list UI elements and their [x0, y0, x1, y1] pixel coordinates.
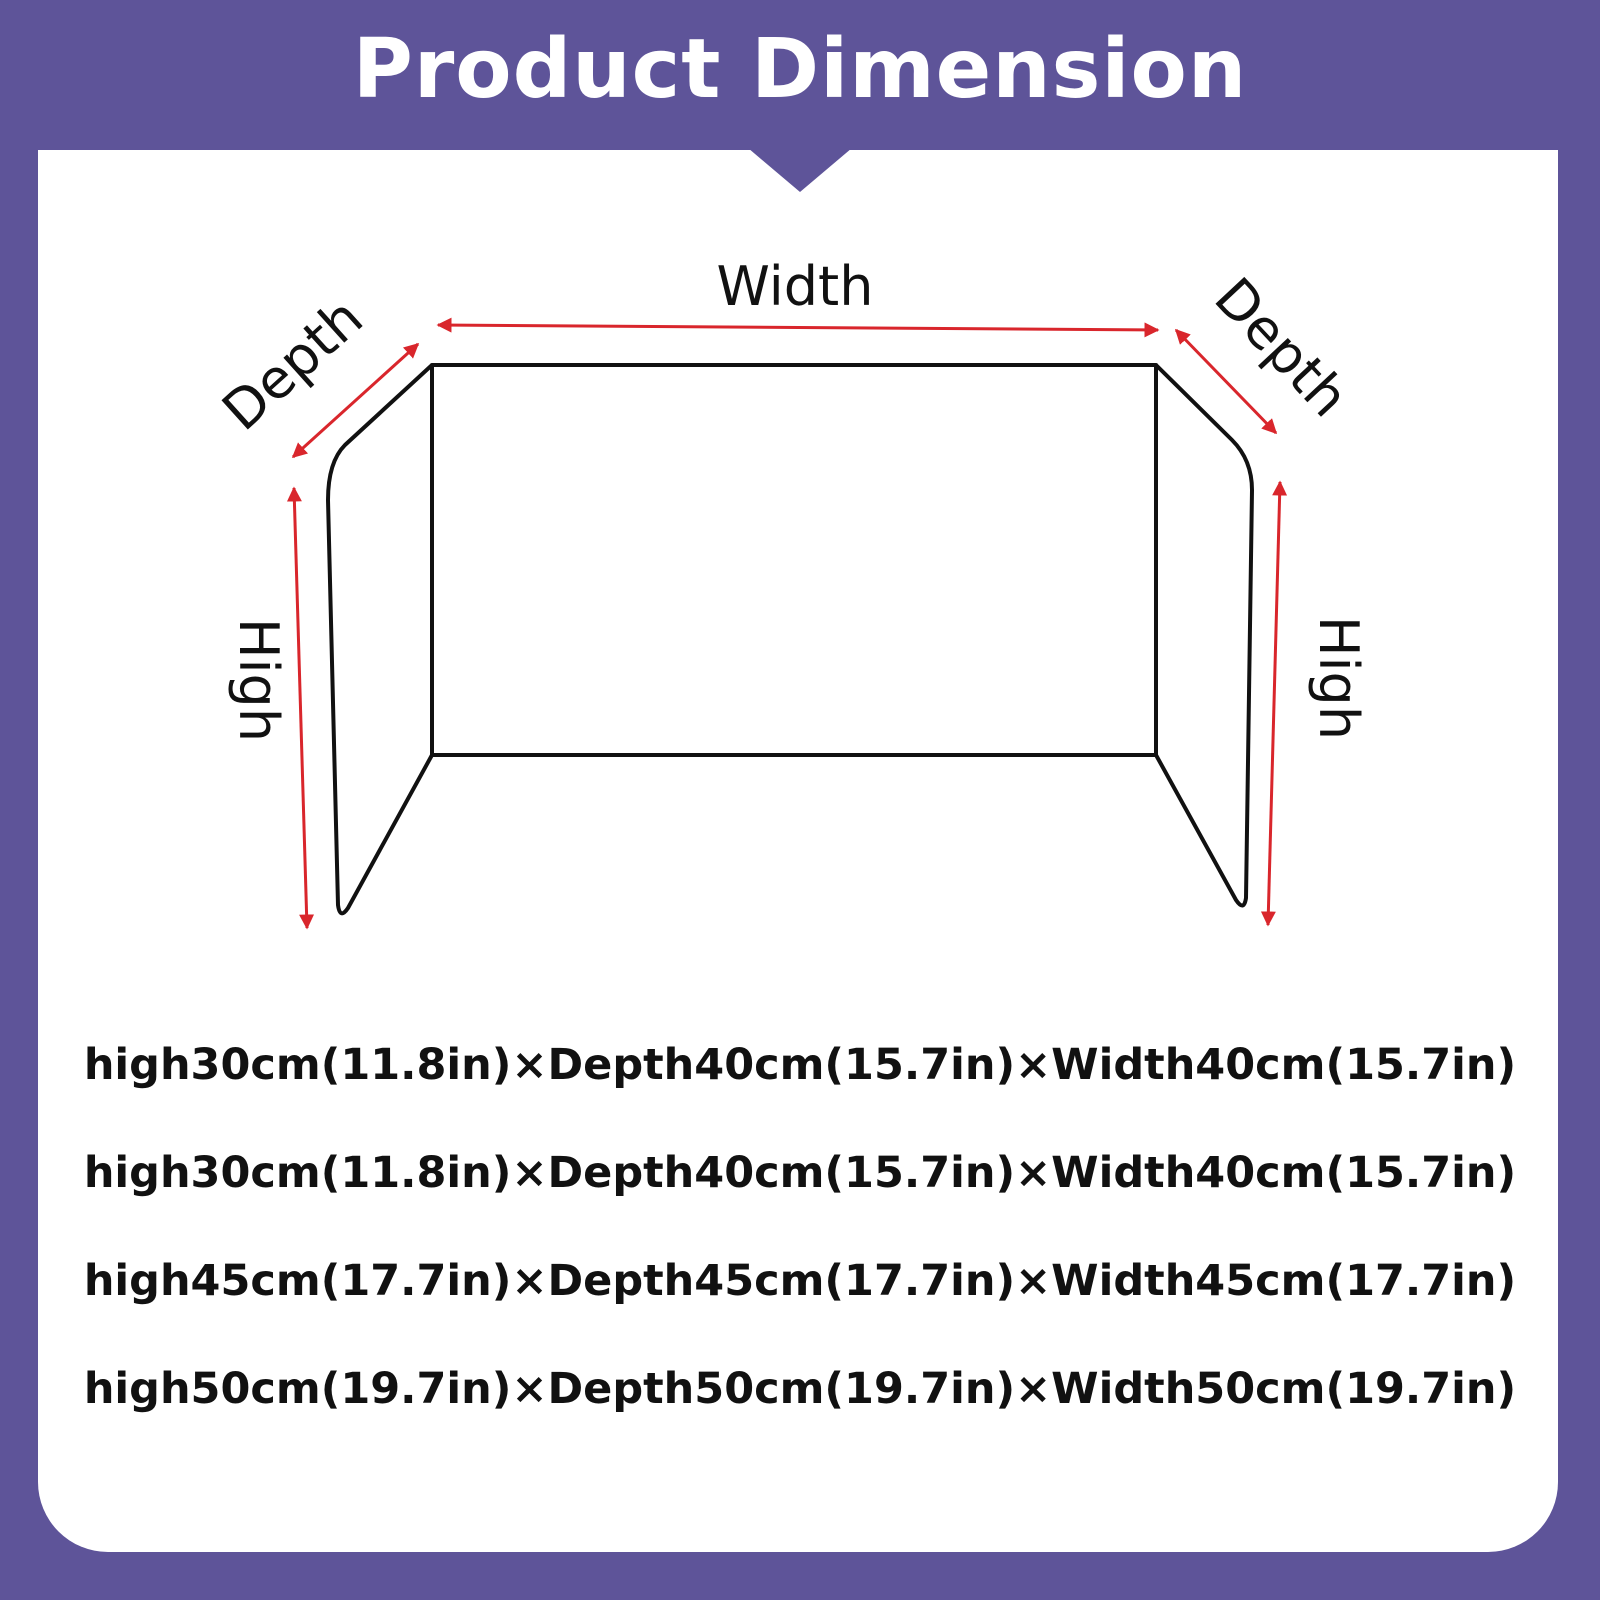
header-bar: Product Dimension — [0, 0, 1600, 150]
product-frame — [326, 363, 1254, 916]
size-spec-line: high50cm(19.7in)×Depth50cm(19.7in)×Width… — [83, 1364, 1517, 1414]
right-side-panel — [1154, 363, 1254, 908]
dimension-arrows — [286, 317, 1288, 930]
depth-arrow-left — [291, 342, 420, 459]
page-title: Product Dimension — [352, 21, 1248, 117]
size-spec-line: high30cm(11.8in)×Depth40cm(15.7in)×Width… — [83, 1040, 1517, 1090]
width-label: Width — [717, 255, 874, 318]
dimension-diagram: Width Depth Depth High High — [210, 255, 1370, 930]
size-spec-line: high30cm(11.8in)×Depth40cm(15.7in)×Width… — [83, 1148, 1517, 1198]
high-arrow-left — [286, 486, 315, 930]
size-spec-list: high30cm(11.8in)×Depth40cm(15.7in)×Width… — [0, 1035, 1600, 1467]
depth-arrow-right — [1174, 328, 1278, 435]
depth-label-right: Depth — [1202, 266, 1360, 429]
width-arrow — [436, 317, 1160, 338]
left-side-panel — [326, 363, 434, 916]
high-arrow-right — [1260, 480, 1288, 927]
front-panel — [430, 363, 1158, 757]
size-spec-line: high45cm(17.7in)×Depth45cm(17.7in)×Width… — [83, 1256, 1517, 1306]
high-label-right: High — [1307, 616, 1370, 740]
pointer-notch — [748, 148, 852, 192]
high-label-left: High — [227, 618, 290, 742]
depth-label-left: Depth — [210, 286, 374, 443]
